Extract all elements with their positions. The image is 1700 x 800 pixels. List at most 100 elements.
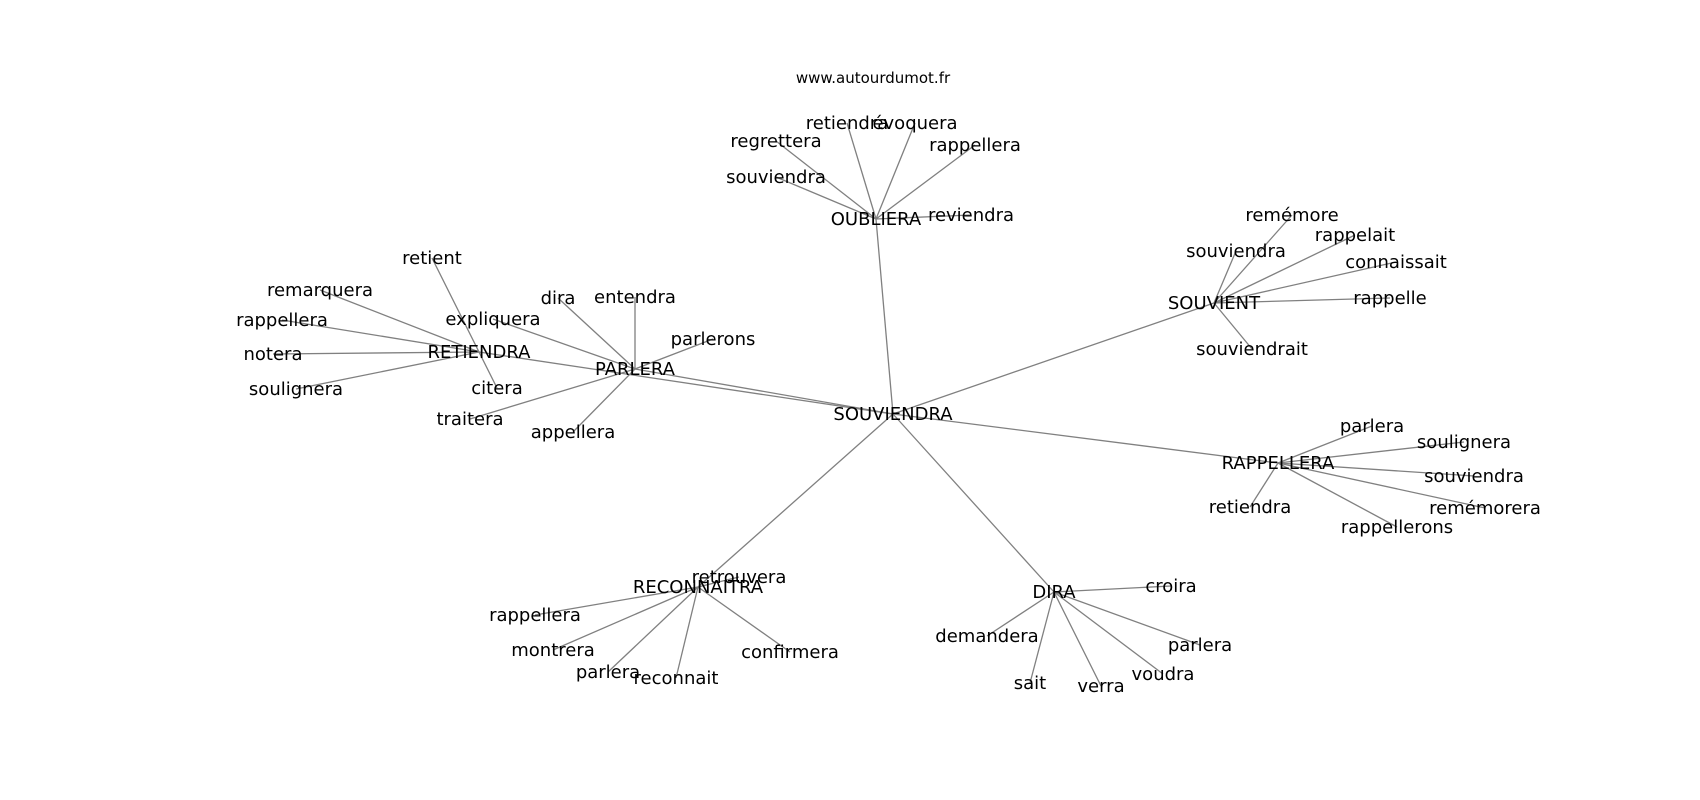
hub-node-oubliera: OUBLIERA [831, 209, 922, 230]
edge-reconnaitra-confirmera [697, 586, 791, 653]
labels-layer: SOUVIENDRAOUBLIERAsouviendraregretterare… [236, 113, 1541, 697]
hub-node-retiendra: RETIENDRA [428, 342, 532, 363]
leaf-node-evoquera: évoquera [872, 113, 957, 134]
leaf-node-sait: sait [1014, 673, 1046, 694]
edge-dira-parlera [1053, 591, 1201, 646]
edge-dira-croira [1053, 585, 1172, 593]
leaf-node-appellera: appellera [531, 422, 615, 443]
leaf-node-montrera: montrera [511, 640, 595, 661]
leaf-node-voudra: voudra [1132, 664, 1195, 685]
leaf-node-parlera: parlera [1340, 416, 1404, 437]
leaf-node-soulignera: soulignera [1417, 432, 1511, 453]
leaf-node-parlerons: parlerons [671, 329, 756, 350]
edge-souvient-rappelait [1213, 234, 1356, 304]
leaf-node-rappellerons: rappellerons [1341, 517, 1453, 538]
edge-souvient-rememore [1213, 214, 1293, 304]
edge-center-rappellera [892, 413, 1279, 464]
edge-souvient-rappelle [1213, 297, 1391, 304]
edge-retiendra-rappellera [281, 319, 480, 353]
leaf-node-citera: citera [471, 378, 522, 399]
edge-reconnaitra-parlera [607, 586, 699, 673]
leaf-node-reconnait: reconnait [634, 668, 719, 689]
edge-rappellera-retiendra [1249, 462, 1279, 508]
edge-souvient-souviendrait [1213, 302, 1253, 350]
leaf-node-rappelle: rappelle [1353, 288, 1426, 309]
leaf-node-souviendra: souviendra [726, 167, 826, 188]
edge-retiendra-soulignera [295, 351, 480, 390]
leaf-node-rememore: remémore [1245, 205, 1338, 226]
leaf-node-croira: croira [1145, 576, 1196, 597]
leaf-node-soulignera: soulignera [249, 379, 343, 400]
edge-oubliera-regrettera [775, 140, 877, 220]
edge-reconnaitra-rappellera [534, 586, 699, 616]
leaf-node-parlera: parlera [1168, 635, 1232, 656]
edge-center-oubliera [875, 218, 894, 415]
edge-oubliera-souviendra [775, 176, 877, 220]
credit-text: www.autourdumot.fr [796, 69, 951, 87]
leaf-node-entendra: entendra [594, 287, 676, 308]
leaf-node-retiendra: retiendra [806, 113, 888, 134]
hub-node-souvient: SOUVIENT [1168, 293, 1261, 314]
leaf-node-traitera: traitera [436, 409, 503, 430]
leaf-node-rememorera: remémorera [1429, 498, 1541, 519]
edge-parlera-dira [557, 297, 636, 370]
edge-rappellera-souviendra [1277, 462, 1475, 477]
leaf-node-verra: verra [1077, 676, 1124, 697]
leaf-node-retiendra: retiendra [1209, 497, 1291, 518]
hub-node-dira: DIRA [1032, 582, 1076, 603]
leaf-node-souviendra: souviendra [1186, 241, 1286, 262]
center-node-label: SOUVIENDRA [833, 404, 953, 425]
edge-oubliera-rappellera [875, 144, 976, 220]
hub-node-parlera: PARLERA [595, 359, 676, 380]
leaf-node-rappellera: rappellera [489, 605, 581, 626]
edge-dira-sait [1029, 591, 1055, 684]
edge-rappellera-rappellerons [1277, 462, 1398, 528]
edge-oubliera-evoquera [875, 122, 916, 220]
edge-parlera-traitera [469, 368, 636, 420]
edge-parlera-appellera [572, 368, 636, 433]
edge-dira-voudra [1053, 591, 1164, 675]
edge-rappellera-rememorera [1277, 462, 1486, 509]
leaf-node-rappelait: rappelait [1315, 225, 1395, 246]
leaf-node-retrouvera: retrouvera [692, 567, 787, 588]
edge-reconnaitra-retrouvera [697, 576, 740, 588]
leaf-node-retient: retient [402, 248, 462, 269]
edge-reconnaitra-reconnait [675, 586, 699, 679]
edge-rappellera-soulignera [1277, 441, 1465, 464]
leaf-node-parlera: parlera [576, 662, 640, 683]
edge-souvient-souviendra [1213, 250, 1237, 304]
edge-retiendra-remarquera [319, 289, 480, 353]
leaf-node-rappellera: rappellera [236, 310, 328, 331]
leaf-node-expliquera: expliquera [445, 309, 540, 330]
edge-rappellera-parlera [1277, 425, 1373, 464]
leaf-node-confirmera: confirmera [741, 642, 839, 663]
leaf-node-notera: notera [244, 344, 303, 365]
leaf-node-souviendra: souviendra [1424, 466, 1524, 487]
edge-center-reconnaitra [697, 413, 894, 588]
edge-retiendra-notera [272, 351, 480, 355]
leaf-node-connaissait: connaissait [1345, 252, 1447, 273]
edge-souvient-connaissait [1213, 261, 1397, 304]
edge-center-dira [892, 413, 1055, 593]
hub-node-rappellera: RAPPELLERA [1222, 453, 1335, 474]
edge-oubliera-reviendra [875, 214, 972, 220]
leaf-node-demandera: demandera [935, 626, 1038, 647]
leaf-node-reviendra: reviendra [928, 205, 1014, 226]
edge-parlera-expliquera [492, 318, 636, 370]
leaf-node-souviendrait: souviendrait [1196, 339, 1308, 360]
leaf-node-rappellera: rappellera [929, 135, 1021, 156]
leaf-node-remarquera: remarquera [267, 280, 373, 301]
edge-oubliera-retiendra [846, 122, 877, 220]
edge-retiendra-citera [478, 351, 498, 389]
edge-center-souvient [892, 302, 1215, 415]
edge-retiendra-retient [431, 257, 480, 353]
edge-parlera-parlerons [634, 338, 714, 370]
edge-center-parlera [634, 368, 894, 415]
edge-dira-demandera [986, 591, 1055, 637]
edge-reconnaitra-montrera [552, 586, 699, 651]
leaf-node-regrettera: regrettera [730, 131, 821, 152]
edges-layer [272, 122, 1486, 687]
edge-center-retiendra [478, 351, 894, 415]
hub-node-reconnaitra: RECONNAITRA [633, 577, 764, 598]
